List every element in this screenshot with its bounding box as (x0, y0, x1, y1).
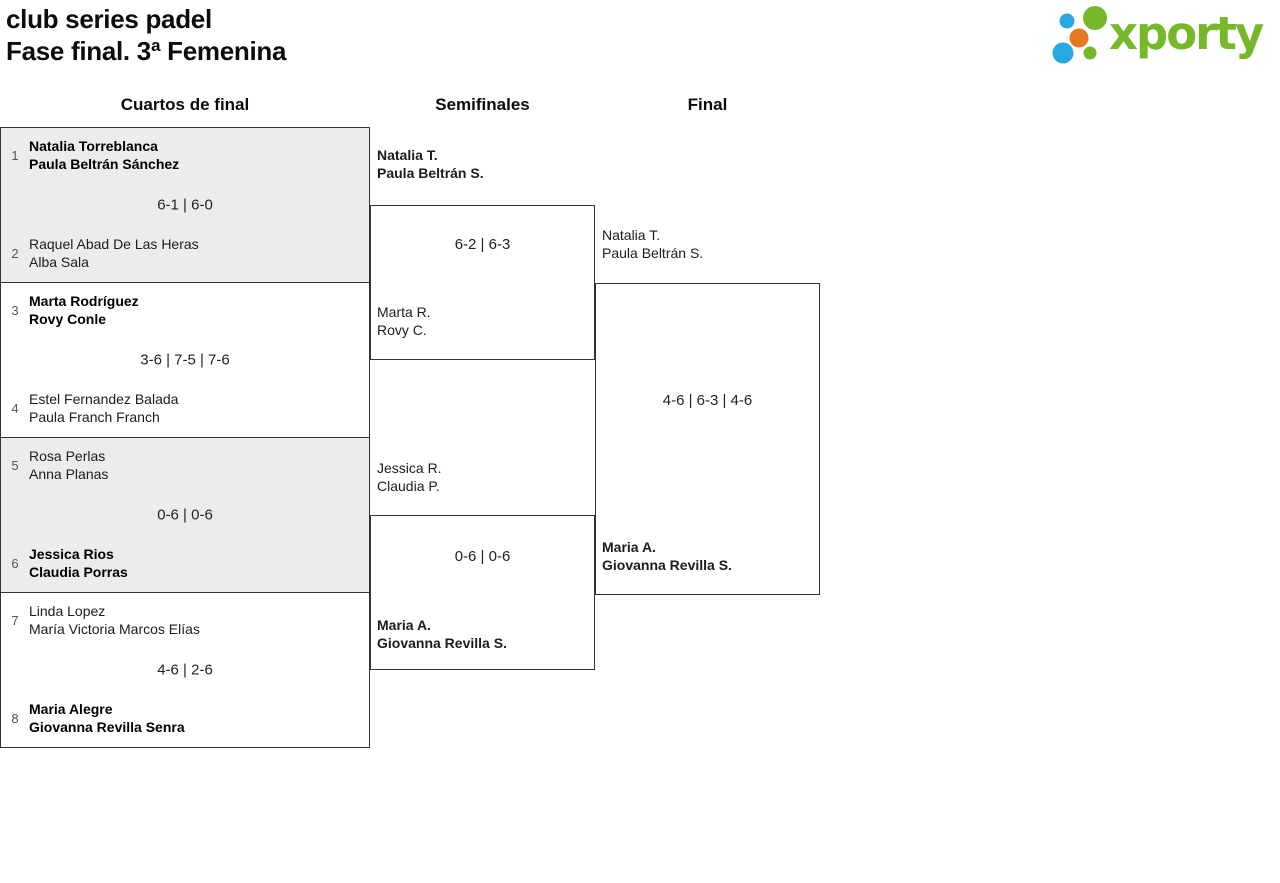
player-name: Natalia Torreblanca (29, 138, 158, 154)
player-name: Marta Rodríguez (29, 293, 139, 309)
team-row: 7 Linda Lopez María Victoria Marcos Elía… (1, 602, 369, 638)
logo-dot-green-small (1083, 46, 1097, 60)
team-row: 8 Maria Alegre Giovanna Revilla Senra (1, 700, 369, 736)
player-name: Claudia Porras (29, 564, 128, 580)
final-team-top: Natalia T. Paula Beltrán S. (602, 226, 703, 262)
page-title: club series padel (6, 4, 212, 34)
player-name: Maria A. (377, 617, 431, 633)
player-name: Linda Lopez (29, 603, 106, 619)
seed-number: 8 (11, 710, 19, 726)
player-name: Giovanna Revilla Senra (29, 719, 185, 735)
player-name: Jessica Rios (29, 546, 114, 562)
sf2-score: 0-6 | 0-6 (454, 548, 511, 565)
logo-dot-blue-large (1052, 42, 1074, 64)
final-score: 4-6 | 6-3 | 4-6 (662, 392, 753, 409)
team-row: 5 Rosa Perlas Anna Planas (1, 447, 369, 483)
player-name: Jessica R. (377, 460, 442, 476)
team-row: 1 Natalia Torreblanca Paula Beltrán Sánc… (1, 137, 369, 173)
player-name: Maria Alegre (29, 701, 113, 717)
team-names: Marta Rodríguez Rovy Conle (29, 292, 139, 328)
seed-number: 4 (11, 400, 19, 416)
sf1-score: 6-2 | 6-3 (454, 236, 511, 253)
logo-wordmark: xporty (1109, 7, 1264, 60)
logo-dot-orange (1069, 28, 1089, 48)
sf-match-1-box (370, 205, 595, 360)
qf-match-2: 3 Marta Rodríguez Rovy Conle 3-6 | 7-5 |… (0, 282, 370, 438)
team-names: Maria Alegre Giovanna Revilla Senra (29, 700, 185, 736)
sf-match-2-box (370, 515, 595, 670)
player-name: Anna Planas (29, 466, 109, 482)
sf1-team-top: Natalia T. Paula Beltrán S. (377, 146, 484, 182)
team-names: Jessica Rios Claudia Porras (29, 545, 128, 581)
qf-match-4: 7 Linda Lopez María Victoria Marcos Elía… (0, 592, 370, 748)
team-names: Estel Fernandez Balada Paula Franch Fran… (29, 390, 178, 426)
player-name: Rosa Perlas (29, 448, 106, 464)
seed-number: 3 (11, 302, 19, 318)
player-name: Rovy Conle (29, 311, 107, 327)
page-subtitle: Fase final. 3ª Femenina (6, 36, 287, 66)
player-name: Claudia P. (377, 478, 440, 494)
player-name: Rovy C. (377, 322, 427, 338)
team-row: 6 Jessica Rios Claudia Porras (1, 545, 369, 581)
player-name: Marta R. (377, 304, 431, 320)
column-header-semifinals: Semifinales (435, 95, 530, 114)
match-score: 0-6 | 0-6 (157, 506, 213, 524)
team-names: Natalia Torreblanca Paula Beltrán Sánche… (29, 137, 179, 173)
player-name: Paula Franch Franch (29, 409, 160, 425)
team-row: 4 Estel Fernandez Balada Paula Franch Fr… (1, 390, 369, 426)
seed-number: 2 (11, 245, 19, 261)
seed-number: 6 (11, 555, 19, 571)
player-name: Estel Fernandez Balada (29, 391, 179, 407)
player-name: Paula Beltrán S. (377, 165, 484, 181)
logo-dot-green-large (1083, 6, 1107, 30)
player-name: María Victoria Marcos Elías (29, 621, 200, 637)
player-name: Giovanna Revilla S. (602, 557, 732, 573)
match-score: 4-6 | 2-6 (157, 661, 213, 679)
column-header-final: Final (687, 95, 728, 114)
player-name: Raquel Abad De Las Heras (29, 236, 199, 252)
player-name: Natalia T. (602, 227, 661, 243)
player-name: Alba Sala (29, 254, 89, 270)
sf2-team-top: Jessica R. Claudia P. (377, 459, 442, 495)
sf1-team-bottom: Marta R. Rovy C. (377, 303, 431, 339)
logo-dot-blue-small (1059, 13, 1075, 29)
player-name: Maria A. (602, 539, 656, 555)
team-names: Linda Lopez María Victoria Marcos Elías (29, 602, 200, 638)
match-score: 6-1 | 6-0 (157, 196, 213, 214)
final-team-bottom: Maria A. Giovanna Revilla S. (602, 538, 732, 574)
seed-number: 5 (11, 457, 19, 473)
final-match-box (595, 283, 820, 595)
team-row: 2 Raquel Abad De Las Heras Alba Sala (1, 235, 369, 271)
match-score: 3-6 | 7-5 | 7-6 (140, 351, 230, 369)
team-names: Raquel Abad De Las Heras Alba Sala (29, 235, 199, 271)
seed-number: 1 (11, 147, 19, 163)
player-name: Paula Beltrán Sánchez (29, 156, 180, 172)
seed-number: 7 (11, 612, 19, 628)
player-name: Paula Beltrán S. (602, 245, 704, 261)
sf2-team-bottom: Maria A. Giovanna Revilla S. (377, 616, 507, 652)
team-names: Rosa Perlas Anna Planas (29, 447, 108, 483)
player-name: Giovanna Revilla S. (377, 635, 507, 651)
qf-match-3: 5 Rosa Perlas Anna Planas 0-6 | 0-6 6 Je… (0, 437, 370, 593)
player-name: Natalia T. (377, 147, 438, 163)
column-header-quarterfinals: Cuartos de final (120, 95, 250, 114)
team-row: 3 Marta Rodríguez Rovy Conle (1, 292, 369, 328)
qf-match-1: 1 Natalia Torreblanca Paula Beltrán Sánc… (0, 127, 370, 283)
xporty-logo: xporty (1052, 6, 1266, 64)
